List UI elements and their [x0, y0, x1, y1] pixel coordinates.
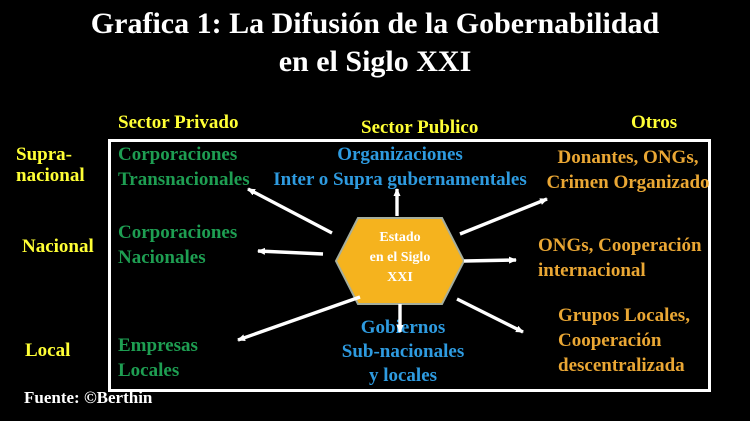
node-corporaciones-transnacionales: Corporaciones Transnacionales [118, 144, 250, 190]
page-title: Grafica 1: La Difusión de la Gobernabili… [0, 5, 750, 81]
node-gobiernos-subnacionales: Gobiernos Sub-nacionales y locales [341, 317, 465, 386]
source-credit: Fuente: ©Berthin [24, 388, 153, 407]
row-label-supranacional: Supra- nacional [16, 144, 85, 186]
column-header-otros: Otros [631, 112, 678, 133]
column-header-sector-privado: Sector Privado [118, 112, 239, 133]
node-donantes-ongs: Donantes, ONGs, Crimen Organizado [546, 147, 710, 193]
estado-hexagon-label: Estado en el Siglo XXI [369, 230, 431, 285]
title-line-2: en el Siglo XXI [278, 45, 472, 78]
node-corporaciones-nacionales: Corporaciones Nacionales [118, 222, 238, 268]
node-ongs-cooperacion: ONGs, Cooperación internacional [538, 235, 702, 281]
node-empresas-locales: Empresas Locales [118, 335, 198, 381]
diagram-frame [108, 139, 711, 392]
title-line-1: Grafica 1: La Difusión de la Gobernabili… [90, 7, 660, 40]
node-grupos-locales: Grupos Locales, Cooperación descentraliz… [558, 305, 690, 376]
row-label-nacional: Nacional [22, 236, 94, 257]
column-header-sector-publico: Sector Publico [361, 117, 479, 138]
row-label-local: Local [25, 340, 71, 361]
node-organizaciones-inter: Organizaciones Inter o Supra gubernament… [273, 144, 527, 190]
